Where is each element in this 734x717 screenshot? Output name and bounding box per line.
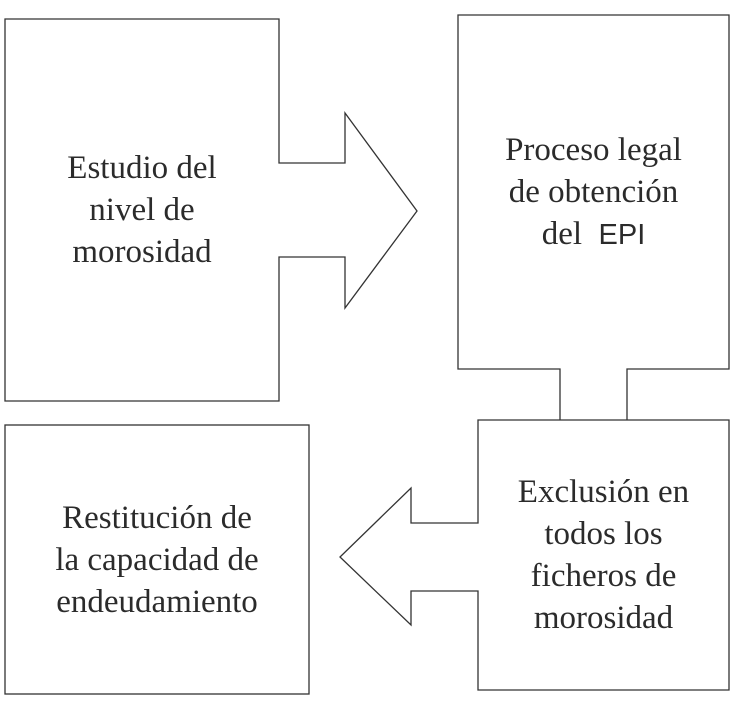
step3-line: morosidad	[533, 600, 674, 636]
step4-box	[4, 424, 310, 695]
step1-line: morosidad	[72, 234, 212, 270]
step2-line: de obtención	[508, 173, 679, 210]
step3-line: ficheros de	[530, 558, 677, 594]
step4-label: Restitución de la capacidad de endeudami…	[5, 425, 309, 694]
step2-line: Proceso legal	[505, 131, 682, 168]
step1-label: Estudio del nivel de morosidad	[5, 19, 279, 401]
step3-line: Exclusión en	[517, 474, 690, 510]
step1-box-arrow-right	[4, 18, 418, 402]
step3-label: Exclusión en todos los ficheros de moros…	[478, 420, 729, 690]
step2-line-text: del	[541, 215, 583, 252]
step1-line: Estudio del	[67, 150, 217, 186]
step1-line: nivel de	[89, 192, 195, 228]
step3-box-arrow-left	[339, 419, 730, 691]
step2-line: del EPI	[542, 213, 646, 256]
step4-line: endeudamiento	[56, 583, 258, 620]
step4-line: Restitución de	[62, 499, 252, 536]
epi-acronym: EPI	[598, 218, 646, 251]
step2-label: Proceso legal de obtención del EPI	[458, 15, 729, 369]
step4-line: la capacidad de	[55, 541, 259, 578]
step3-line: todos los	[544, 516, 663, 552]
